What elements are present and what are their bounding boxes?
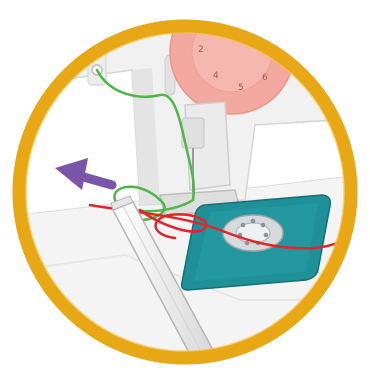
dial-number-5: 5 bbox=[238, 83, 244, 93]
dial-number-6: 6 bbox=[262, 73, 268, 83]
dial-number-2: 2 bbox=[198, 45, 204, 55]
dial-number-4: 4 bbox=[213, 71, 219, 81]
